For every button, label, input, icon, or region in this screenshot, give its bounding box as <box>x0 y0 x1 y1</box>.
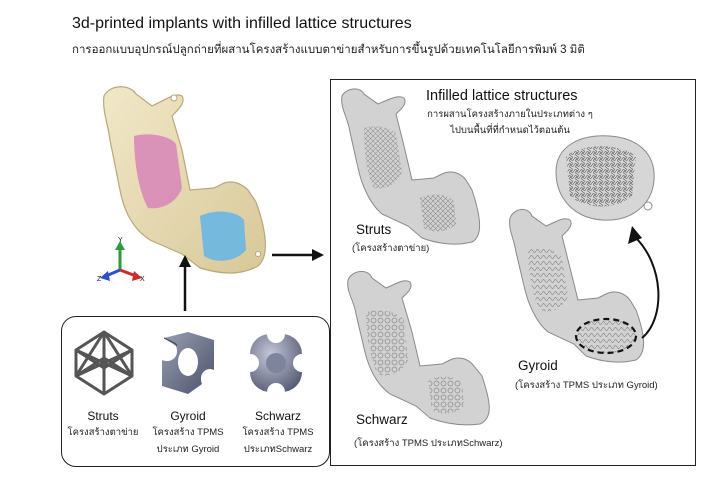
lattice-types-panel <box>61 316 330 467</box>
struts-sub-label: (โครงสร้างตาข่าย) <box>352 243 430 254</box>
mandible-model <box>103 86 266 274</box>
zoom-inset-model <box>555 135 655 221</box>
schwarz-type-desc-1: โครงสร้าง TPMS <box>242 427 314 438</box>
arrow-up-icon <box>179 255 191 311</box>
panel-heading-sub-2: ไปบนพื้นที่ที่กำหนดไว้ตอนต้น <box>450 125 570 136</box>
axis-triad-icon <box>100 241 142 281</box>
gyroid-cell-icon <box>162 332 214 394</box>
gyroid-type-desc-1: โครงสร้าง TPMS <box>152 427 224 438</box>
schwarz-type-desc-2: ประเภทSchwarz <box>243 444 313 455</box>
arrow-right-icon <box>272 249 324 261</box>
schwarz-mandible-model <box>347 271 490 426</box>
axis-z-label: Z <box>97 276 102 283</box>
axis-x-label: X <box>140 276 145 283</box>
struts-type-desc: โครงสร้างตาข่าย <box>67 427 139 438</box>
gyroid-mandible-model <box>509 209 644 363</box>
page-title: 3d-printed implants with infilled lattic… <box>72 15 412 32</box>
panel-heading: Infilled lattice structures <box>426 88 578 104</box>
axis-y-label: Y <box>118 237 123 244</box>
gyroid-sub-label: (โครงสร้าง TPMS ประเภท Gyroid) <box>515 380 658 391</box>
panel-heading-sub-1: การผสานโครงสร้างภายในประเภทต่าง ๆ <box>427 109 593 120</box>
struts-cell-icon <box>74 330 134 396</box>
schwarz-label: Schwarz <box>356 412 408 427</box>
struts-mandible-model <box>341 88 480 245</box>
schwarz-cell-icon <box>241 325 311 401</box>
gyroid-type-desc-2: ประเภท Gyroid <box>156 444 220 455</box>
blue-region <box>200 211 246 261</box>
page-subtitle: การออกแบบอุปกรณ์ปลูกถ่ายที่ผสานโครงสร้าง… <box>72 44 585 56</box>
schwarz-type-name: Schwarz <box>254 409 301 423</box>
gyroid-label: Gyroid <box>518 358 558 373</box>
pink-region <box>134 134 182 209</box>
schwarz-sub-label: (โครงสร้าง TPMS ประเภทSchwarz) <box>354 438 503 449</box>
zoom-arrow-icon <box>628 226 660 339</box>
gyroid-type-name: Gyroid <box>170 409 206 423</box>
infilled-lattice-panel <box>330 79 696 466</box>
struts-type-name: Struts <box>87 409 119 423</box>
struts-label: Struts <box>356 222 392 237</box>
